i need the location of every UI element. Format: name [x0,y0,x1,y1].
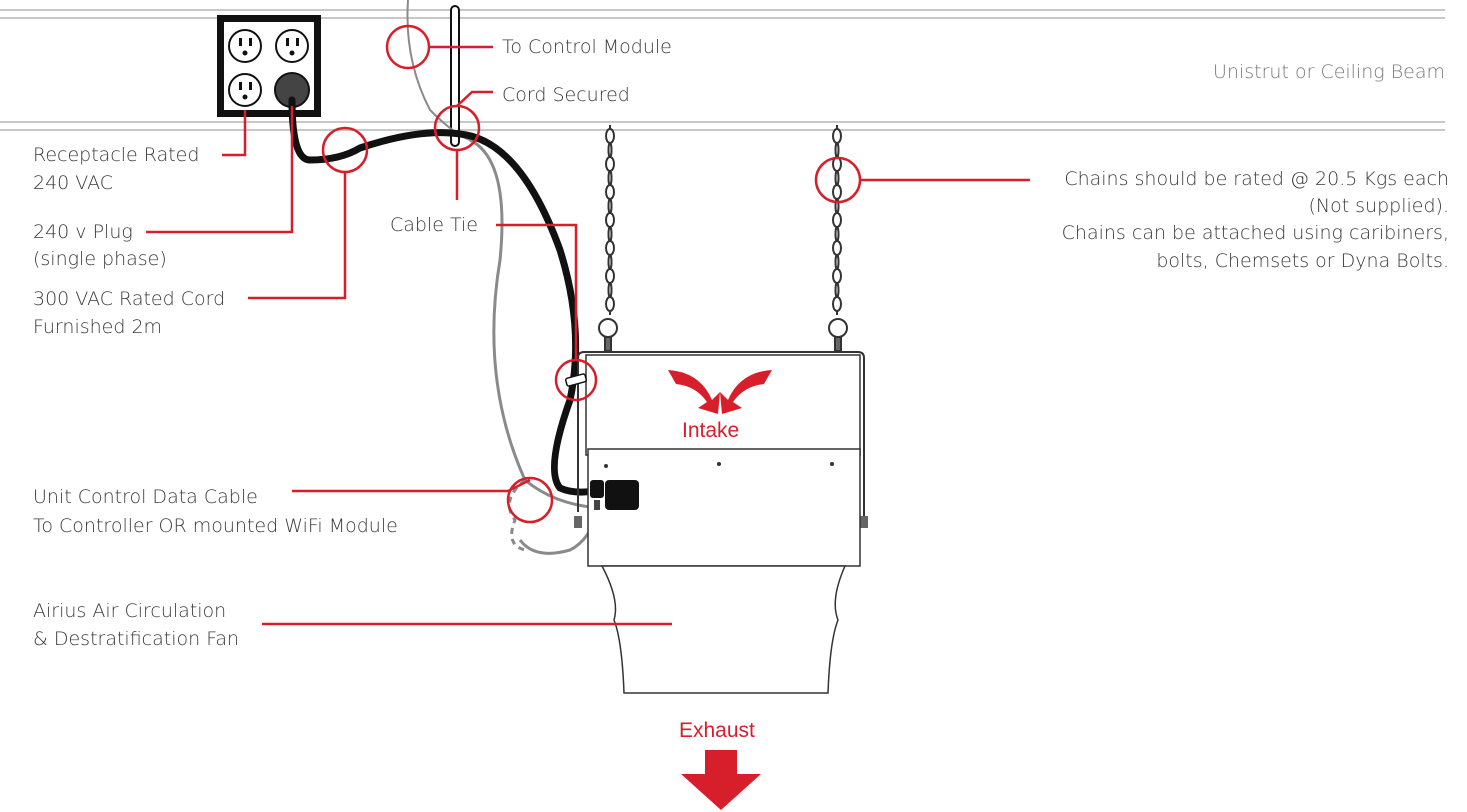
chain-links-right [832,128,842,312]
eye-bolt-right [828,318,848,352]
chain-link [607,226,613,242]
label-chains-line4: bolts, Chemsets or Dyna Bolts. [1156,250,1449,272]
chain-links-left [605,128,615,312]
label-ceiling-beam: Unistrut or Ceiling Beam [1213,61,1445,83]
chain-link [605,240,615,256]
chain-link [832,212,842,228]
label-receptacle-line2: 240 VAC [33,172,114,194]
chain-link [607,254,613,270]
chain-link [834,142,840,158]
chain-link [834,170,840,186]
receptacle-box [217,15,321,117]
label-cord-line1: 300 VAC Rated Cord [33,288,226,310]
cable-tie-icon [565,373,587,387]
label-to-control-module: To Control Module [502,36,672,58]
chain-link [832,240,842,256]
chain-link [607,198,613,214]
intake-arrows-icon [668,370,772,414]
label-plug-line1: 240 v Plug [33,221,133,243]
chain-link [605,156,615,172]
label-chains-line1: Chains should be rated @ 20.5 Kgs each [1064,168,1449,190]
power-cord [288,96,604,496]
chain-link [605,212,615,228]
hanger-bracket [577,351,865,520]
label-exhaust: Exhaust [679,719,755,742]
chain-link [832,184,842,200]
chain-link [605,128,615,144]
label-plug-line2: (single phase) [33,248,167,270]
chain-link [832,268,842,284]
data-cable-dashed [507,478,526,552]
chain-link [607,142,613,158]
label-receptacle-line1: Receptacle Rated [33,144,200,166]
eye-bolt-left [598,318,618,352]
chain-link [605,296,615,312]
data-cable [469,138,601,510]
control-cord-rod [406,0,471,147]
chain-link [605,268,615,284]
label-cable-tie: Cable Tie [390,214,478,236]
chain-link [834,226,840,242]
label-cord-secured: Cord Secured [502,84,630,106]
label-fan-line2: & Destratification Fan [33,628,240,650]
fan-lower-housing [600,565,847,694]
label-data-cable-line2: To Controller OR mounted WiFi Module [33,515,398,537]
chain-link [834,254,840,270]
label-chains-line3: Chains can be attached using caribiners, [1061,222,1449,244]
leader-lines [146,45,1030,626]
label-fan-line1: Airius Air Circulation [33,600,227,622]
power-inlet [605,480,639,510]
label-cord-line2: Furnished 2m [33,316,163,338]
label-intake: Intake [682,419,740,442]
chain-link [834,282,840,298]
outlet-icon [228,29,309,107]
chain-link [607,282,613,298]
chain-link [832,296,842,312]
chain-link [607,170,613,186]
chain-link [832,128,842,144]
label-chains-line2: (Not supplied). [1308,195,1449,217]
chain-link [605,184,615,200]
label-data-cable-line1: Unit Control Data Cable [33,486,258,508]
exhaust-arrow-icon [681,750,761,810]
